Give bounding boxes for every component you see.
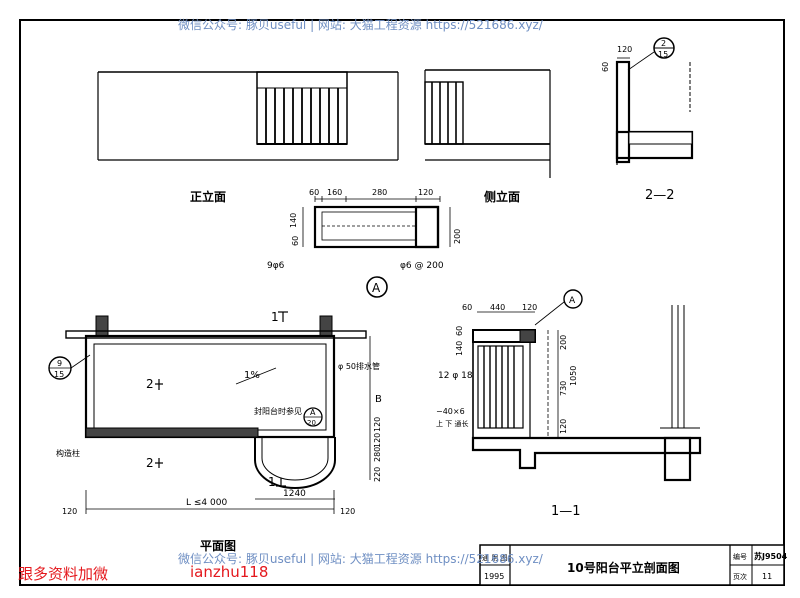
section11-dim-left-1: 60: [455, 326, 464, 336]
title-block: 通 用 图 1995 10号阳台平立剖面图 编号 苏J9504 页次 11: [479, 544, 788, 586]
section11-flat-bar-note: 上 下 通长: [436, 419, 468, 428]
sectionA-dim-3: 280: [372, 188, 387, 197]
plan-dim-120-right: 120: [340, 507, 355, 516]
section11-dim-top-1: 60: [462, 303, 472, 312]
title-page-label: 页次: [733, 572, 747, 581]
section11-dim-right-2: 730: [559, 381, 568, 396]
plan-label: 平面图: [200, 539, 236, 553]
plan-column-note: 构造柱: [56, 448, 80, 458]
title-code: 苏J9504: [754, 551, 788, 561]
section11-dim-right-3: 1050: [569, 366, 578, 386]
plan-cut-top: 1: [271, 310, 279, 324]
front-elevation-label: 正立面: [190, 189, 226, 204]
section11-dim-right-1: 200: [559, 335, 568, 350]
plan-vdim-4: 120: [373, 433, 382, 448]
plan-section-top: 2: [146, 377, 154, 391]
plan-callout-left-num: 9: [57, 359, 62, 368]
plan-callout-a-den: 20: [307, 419, 316, 427]
sectionA-tag: A: [372, 281, 381, 295]
sectionA-rebar-left: 9φ6: [267, 261, 285, 271]
section-11: 60 440 120 A 200 730 1050 120 60 140 12 …: [436, 289, 702, 519]
section11-dim-right-4: 120: [559, 419, 568, 434]
plan-vdim-1: 120: [373, 417, 382, 432]
plan-cut-bottom: 1: [268, 475, 276, 489]
section11-dim-top-3: 120: [522, 303, 537, 312]
sectionA-dim-2: 160: [327, 188, 342, 197]
section11-label: 1—1: [551, 504, 581, 519]
section-a-detail: 60 160 280 120 60 140 200 9φ6 φ6 @ 200 A: [267, 188, 462, 298]
section11-rebar: 12 φ 18: [438, 371, 473, 381]
plan-dim-120-left: 120: [62, 507, 77, 516]
plan-dim-length: L ≤4 000: [186, 498, 227, 508]
detail22-callout-num: 2: [661, 39, 666, 48]
sectionA-hdim-1: 60: [291, 236, 300, 246]
plan-dim-b: B: [375, 394, 382, 405]
front-elevation: 正立面: [97, 71, 399, 204]
plan-rail-note: 封阳台时参见: [254, 406, 302, 416]
watermark-top: 微信公众号: 豚贝useful | 网站: 大猫工程资源 https://521…: [178, 18, 543, 32]
plan-view: 1% 1 1 2 2 φ 50排水管 封阳台时参见 A 20 9 15 构造柱 …: [48, 310, 382, 553]
section11-dim-left-2: 140: [455, 341, 464, 356]
promo-text-right: ianzhu118: [190, 563, 269, 581]
plan-slope: 1%: [244, 370, 260, 381]
plan-section-bottom: 2: [146, 456, 154, 470]
sectionA-dim-1: 60: [309, 188, 319, 197]
detail22-callout-den: 15: [658, 50, 668, 59]
title-page: 11: [762, 572, 772, 581]
sectionA-total-height: 200: [453, 229, 462, 244]
title-year: 1995: [484, 572, 504, 581]
plan-vdim-2: 280: [373, 447, 382, 462]
title-code-label: 编号: [733, 552, 747, 561]
plan-drain: φ 50排水管: [338, 361, 380, 371]
plan-callout-a: A: [310, 408, 316, 417]
section-22: 120 60 2 15 2—2: [601, 37, 694, 203]
sheet-border: [19, 19, 785, 586]
plan-dim-1240: 1240: [283, 489, 306, 499]
title-year-label: 通 用 图: [482, 553, 507, 562]
watermark-bottom: 微信公众号: 豚贝useful | 网站: 大猫工程资源 https://521…: [178, 552, 543, 566]
plan-callout-left-den: 15: [54, 370, 64, 379]
detail22-dim-top: 120: [617, 45, 632, 54]
section11-callout-a: A: [569, 296, 576, 306]
title-main: 10号阳台平立剖面图: [567, 560, 680, 575]
sectionA-rebar-stirrup: φ6 @ 200: [400, 261, 444, 271]
detail22-dim-side: 60: [601, 62, 610, 72]
section11-dim-top-2: 440: [490, 303, 505, 312]
sectionA-hdim-2: 140: [289, 213, 298, 228]
promo-text-left: 跟多资料加微: [18, 565, 109, 583]
side-elevation-label: 侧立面: [484, 189, 520, 204]
section22-label: 2—2: [645, 188, 675, 203]
section11-flat-bar: −40×6: [436, 407, 465, 416]
plan-vdim-3: 220: [373, 467, 382, 482]
side-elevation: 侧立面: [424, 69, 551, 204]
sectionA-dim-4: 120: [418, 188, 433, 197]
